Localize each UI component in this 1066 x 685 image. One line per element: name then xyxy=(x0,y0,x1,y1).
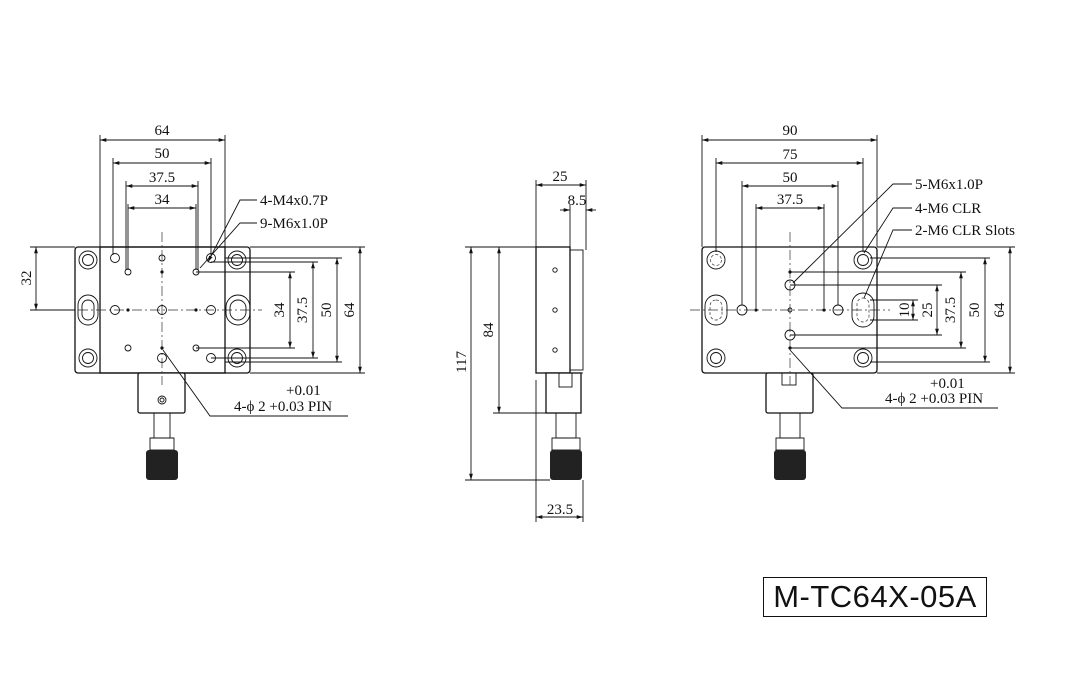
top-callout-m6: 9-M6x1.0P xyxy=(260,216,328,232)
top-dim-34: 34 xyxy=(155,192,171,208)
side-dim-8-5: 8.5 xyxy=(568,193,587,209)
side-dim-25: 25 xyxy=(553,169,568,185)
bottom-view: 90 75 50 37.5 10 25 37.5 50 64 xyxy=(690,123,1015,480)
bottom-dim-50: 50 xyxy=(783,170,798,186)
side-dim-84: 84 xyxy=(481,322,497,338)
side-view-housing xyxy=(545,372,582,414)
side-dim-117: 117 xyxy=(454,351,470,373)
bottom-dim-50v: 50 xyxy=(967,303,983,318)
top-view: 64 50 37.5 34 32 34 37.5 50 64 xyxy=(19,123,365,480)
top-dim-50: 50 xyxy=(155,146,170,162)
bottom-callout-m6-clr: 4-M6 CLR xyxy=(915,201,981,217)
bottom-pin-spec: 4-ϕ 2 +0.03 PIN xyxy=(885,391,983,407)
top-view-knob-housing xyxy=(137,372,186,414)
bottom-view-housing xyxy=(765,372,814,414)
bottom-dim-37-5v: 37.5 xyxy=(943,297,959,323)
side-dim-23-5: 23.5 xyxy=(547,502,573,518)
bottom-view-knob xyxy=(774,450,806,480)
top-pin-spec: 4-ϕ 2 +0.03 PIN xyxy=(234,399,332,415)
bottom-dim-90: 90 xyxy=(783,123,798,139)
top-dim-34v: 34 xyxy=(272,302,288,318)
top-dim-64v: 64 xyxy=(342,302,358,318)
top-dim-64: 64 xyxy=(155,123,171,139)
side-view-knob xyxy=(550,450,582,480)
top-dim-50v: 50 xyxy=(319,303,335,318)
bottom-dim-25: 25 xyxy=(920,303,936,318)
bottom-dim-75: 75 xyxy=(783,147,798,163)
top-dim-32: 32 xyxy=(19,271,35,286)
top-pin-tol: +0.01 xyxy=(286,383,321,399)
model-number: M-TC64X-05A xyxy=(773,579,977,614)
bottom-dim-37-5: 37.5 xyxy=(777,192,803,208)
bottom-callout-slots: 2-M6 CLR Slots xyxy=(915,223,1015,239)
top-view-carriage-holes xyxy=(110,253,216,363)
bottom-dim-10: 10 xyxy=(897,303,913,318)
bottom-pin-tol: +0.01 xyxy=(930,376,965,392)
bottom-dim-64v: 64 xyxy=(992,302,1008,318)
top-callout-m4: 4-M4x0.7P xyxy=(260,193,328,209)
top-dim-37-5v: 37.5 xyxy=(295,297,311,323)
top-view-knob xyxy=(146,450,178,480)
side-view: 25 8.5 117 84 23.5 xyxy=(454,169,596,522)
model-number-box: M-TC64X-05A xyxy=(763,577,987,617)
bottom-callout-m6-tap: 5-M6x1.0P xyxy=(915,177,983,193)
top-dim-37-5: 37.5 xyxy=(149,170,175,186)
